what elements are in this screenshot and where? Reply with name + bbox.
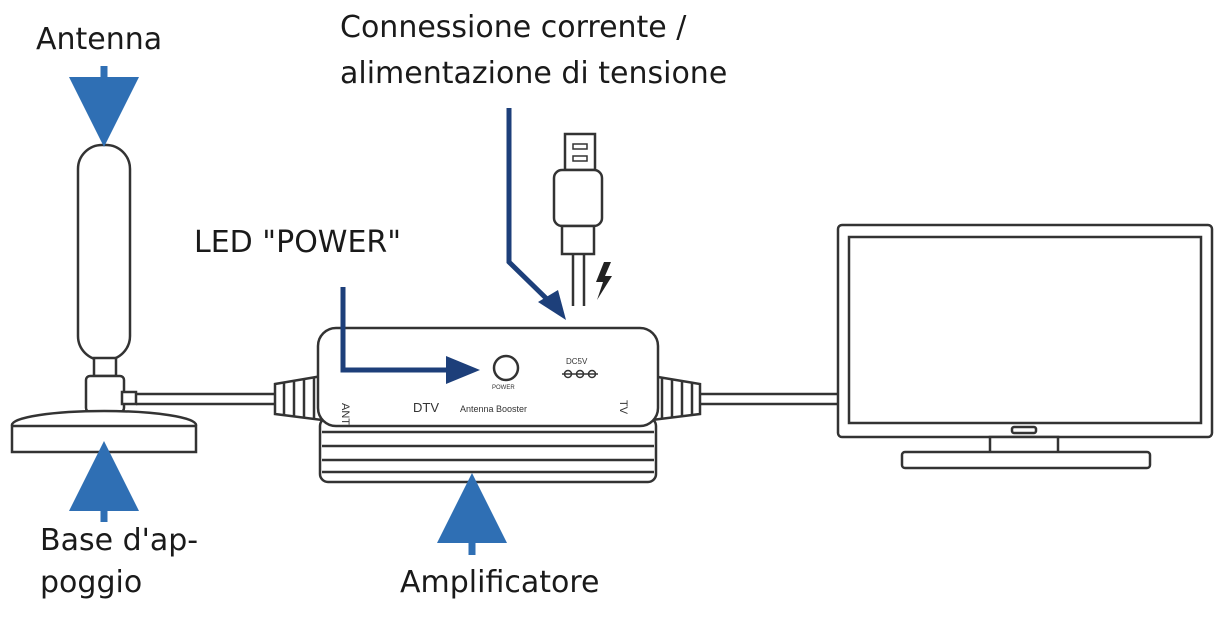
antenna-neck xyxy=(92,356,118,378)
label-amplifier: Amplificatore xyxy=(400,565,600,600)
power-led xyxy=(492,354,520,382)
usb-strain-relief xyxy=(560,224,596,256)
tv-stand xyxy=(900,450,1152,470)
antenna-joint xyxy=(84,374,126,414)
usb-connector-tip xyxy=(563,132,597,172)
antenna-whip xyxy=(76,143,132,362)
label-power-connection-line2: alimentazione di tensione xyxy=(340,56,728,91)
antenna-device xyxy=(10,143,198,454)
coax-cable-right xyxy=(700,392,838,406)
amplifier-front-panel xyxy=(316,326,660,428)
callout-arrows xyxy=(69,66,566,555)
amplifier-device xyxy=(273,326,702,484)
antenna-base xyxy=(10,424,198,454)
tv-logo xyxy=(1010,425,1038,435)
tv-neck xyxy=(988,435,1060,455)
label-power-connection-line1: Connessione corrente / xyxy=(340,10,687,45)
amplifier-markings: ANT TV DTV Antenna Booster POWER DC5V xyxy=(339,357,629,425)
marking-dc: DC5V xyxy=(566,357,588,366)
antenna-connector xyxy=(120,390,138,406)
label-base-line1: Base d'ap- xyxy=(40,523,199,558)
arrow-power-connection xyxy=(506,108,554,306)
label-antenna: Antenna xyxy=(36,22,163,57)
marking-dtv: DTV xyxy=(413,400,439,415)
usb-plug xyxy=(552,132,604,306)
label-base-line2: poggio xyxy=(40,565,143,600)
marking-ant: ANT xyxy=(339,403,351,425)
arrow-led xyxy=(340,287,448,373)
television xyxy=(836,223,1214,470)
marking-model: Antenna Booster xyxy=(460,404,527,414)
dc-jack-symbol xyxy=(562,369,598,379)
label-led-power: LED "POWER" xyxy=(194,225,402,260)
usb-connector-body xyxy=(552,168,604,228)
coax-cable-left xyxy=(136,392,275,406)
tv-screen xyxy=(847,235,1203,425)
marking-power: POWER xyxy=(492,385,515,391)
marking-tv: TV xyxy=(617,400,629,415)
lightning-icon xyxy=(596,262,612,300)
